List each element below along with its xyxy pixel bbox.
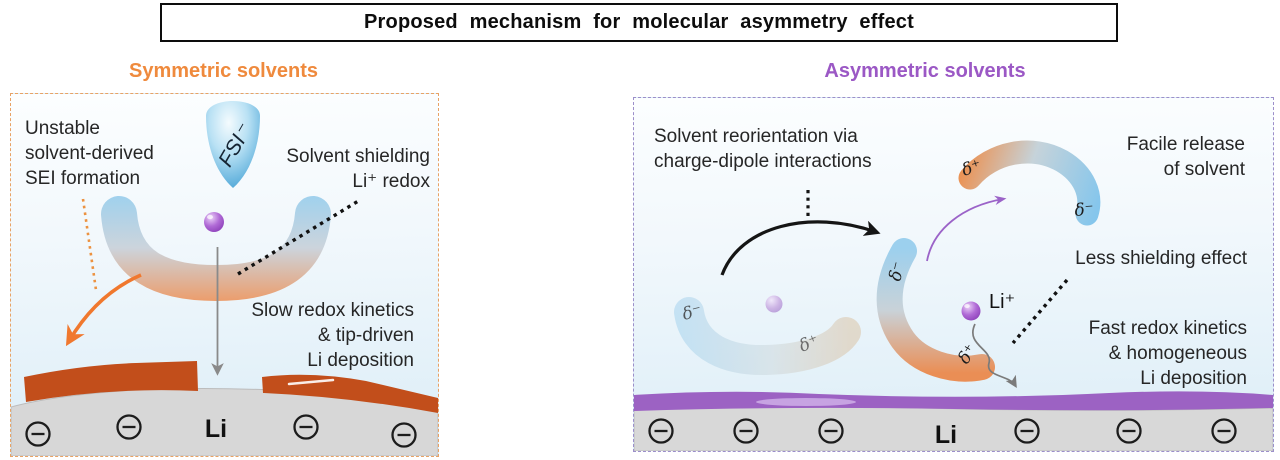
solvent-release-arrow xyxy=(926,195,1007,262)
faded-li-ion-sphere xyxy=(765,295,783,313)
negative-charge-icon xyxy=(1014,418,1040,444)
less-shielding-dotted-pointer xyxy=(1011,278,1069,345)
homogeneous-deposition-arrow xyxy=(972,323,1017,389)
li-ion-highlight xyxy=(964,304,970,308)
left-panel-title: Symmetric solvents xyxy=(129,60,318,82)
delta-minus-label: δ⁻ xyxy=(1074,199,1095,221)
negative-charge-icon xyxy=(1211,418,1237,444)
slow-kinetics-label: Slow redox kinetics & tip-driven Li depo… xyxy=(251,300,414,372)
reoriented-solvent-crescent xyxy=(876,238,995,382)
less-shielding-label: Less shielding effect xyxy=(1075,248,1247,269)
reorientation-label: Solvent reorientation via charge-dipole … xyxy=(654,126,872,173)
figure-title-box: Proposed mechanism for molecular asymmet… xyxy=(160,3,1118,42)
fast-kinetics-label: Fast redox kinetics & homogeneous Li dep… xyxy=(1088,318,1247,390)
negative-charge-icon xyxy=(116,414,142,440)
negative-charge-icon xyxy=(25,421,51,447)
fsi-anion-blob xyxy=(206,101,260,188)
delta-minus-label: δ⁻ xyxy=(680,301,703,325)
right-panel-title: Asymmetric solvents xyxy=(824,60,1026,82)
solvent-shielding-label: Solvent shielding Li⁺ redox xyxy=(286,146,430,193)
released-solvent-crescent xyxy=(958,140,1101,226)
asymmetric-panel-graphics: δ⁻ δ⁺ δ⁻ δ⁺ δ⁺ δ⁻ Li⁺ xyxy=(634,140,1273,451)
sei-formation-arrow xyxy=(65,273,142,347)
electrode-li-label: Li xyxy=(935,421,957,449)
li-ion-highlight xyxy=(207,214,213,220)
reorientation-arrow xyxy=(720,220,881,276)
sei-dotted-pointer xyxy=(81,198,98,291)
li-ion-sphere xyxy=(204,212,224,232)
sei-layer-left-piece xyxy=(24,361,198,402)
negative-charge-icon xyxy=(733,418,759,444)
symmetric-solvation-shell-crescent xyxy=(101,196,331,302)
uniform-sei-layer xyxy=(634,391,1273,411)
negative-charge-icon xyxy=(818,418,844,444)
sei-highlight-streak xyxy=(287,378,335,386)
negative-charge-icon xyxy=(648,418,674,444)
symmetric-solvents-panel: FSI⁻ Li Unstable solvent-derived SEI for… xyxy=(10,93,439,457)
sei-sheen xyxy=(756,398,856,406)
li-ion-label: Li⁺ xyxy=(989,291,1015,313)
sei-layer-right-piece xyxy=(262,374,438,413)
unstable-sei-label: Unstable solvent-derived SEI formation xyxy=(25,118,154,190)
facile-release-label: Facile release of solvent xyxy=(1126,134,1245,181)
asymmetric-solvents-panel: δ⁻ δ⁺ δ⁻ δ⁺ δ⁺ δ⁻ Li⁺ xyxy=(633,97,1274,452)
delta-minus-label: δ⁻ xyxy=(885,260,909,283)
negative-charge-icon xyxy=(293,414,319,440)
figure-title: Proposed mechanism for molecular asymmet… xyxy=(364,11,914,33)
negative-charge-icon xyxy=(1116,418,1142,444)
li-ion-sphere xyxy=(961,301,981,321)
electrode-li-label: Li xyxy=(205,415,227,443)
negative-charge-icon xyxy=(391,422,417,448)
symmetric-panel-graphics: FSI⁻ Li xyxy=(11,101,438,456)
initial-solvent-crescent xyxy=(674,297,861,376)
